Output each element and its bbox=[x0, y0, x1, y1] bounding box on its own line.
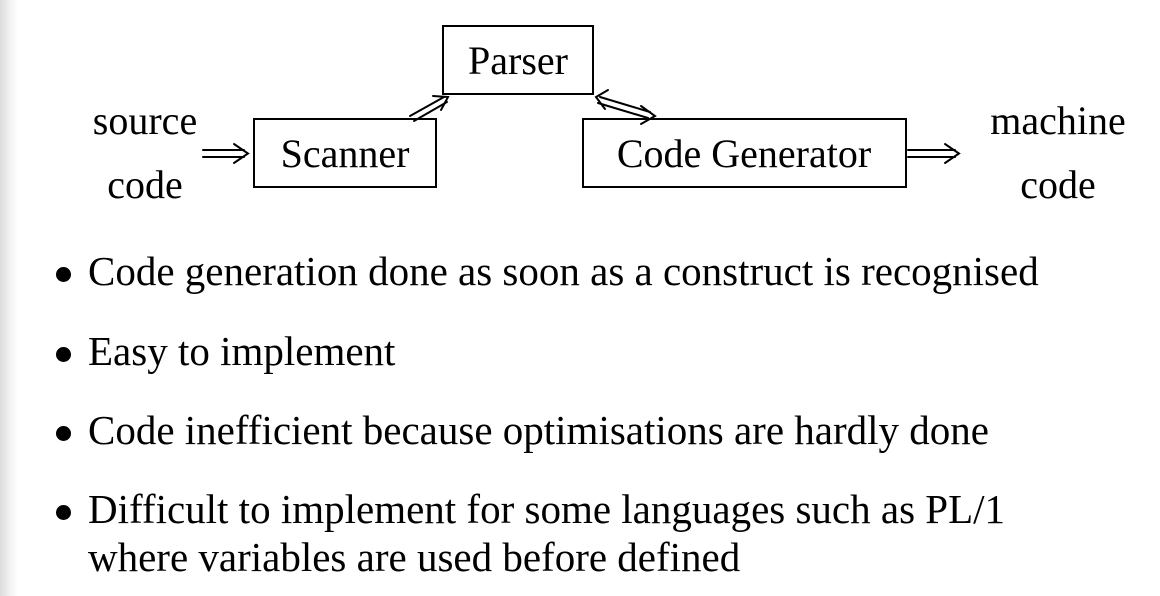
page-edge-shade bbox=[0, 0, 18, 596]
bullet-dot bbox=[56, 505, 71, 520]
scanner-label: Scanner bbox=[281, 131, 410, 176]
scanner-box bbox=[253, 118, 437, 188]
arrow-scanner-to-parser bbox=[409, 95, 450, 122]
bullet-line: Code generation done as soon as a constr… bbox=[88, 248, 1039, 294]
code-generator-label: Code Generator bbox=[617, 131, 871, 176]
output-label-line1: machine bbox=[990, 98, 1126, 143]
compiler-structure-diagram: source code machine code Parser Scanner … bbox=[93, 25, 1126, 207]
bullet-dot bbox=[56, 426, 71, 441]
arrow-code-generator-to-machine bbox=[907, 143, 961, 164]
bullet-text: Difficult to implement for some language… bbox=[88, 485, 1005, 581]
bullet-text: Code generation done as soon as a constr… bbox=[88, 247, 1039, 295]
input-label-line1: source bbox=[93, 98, 197, 143]
bullet-dot bbox=[56, 347, 71, 362]
bullet-text: Easy to implement bbox=[88, 327, 395, 375]
bullet-line: where variables are used before defined bbox=[88, 534, 741, 580]
bullet-line: Code inefficient because optimisations a… bbox=[88, 407, 989, 453]
bullet-line: Easy to implement bbox=[88, 328, 396, 374]
bullet-line: Difficult to implement for some language… bbox=[88, 486, 1006, 532]
bullet-text: Code inefficient because optimisations a… bbox=[88, 406, 989, 454]
parser-label: Parser bbox=[468, 38, 568, 83]
arrow-parser-code-generator bbox=[594, 89, 657, 125]
input-label-line2: code bbox=[107, 162, 183, 207]
parser-box bbox=[442, 25, 594, 95]
output-label-line2: code bbox=[1020, 162, 1096, 207]
arrow-source-to-scanner bbox=[202, 143, 250, 164]
bullet-dot bbox=[56, 267, 71, 282]
code-generator-box bbox=[582, 118, 907, 188]
